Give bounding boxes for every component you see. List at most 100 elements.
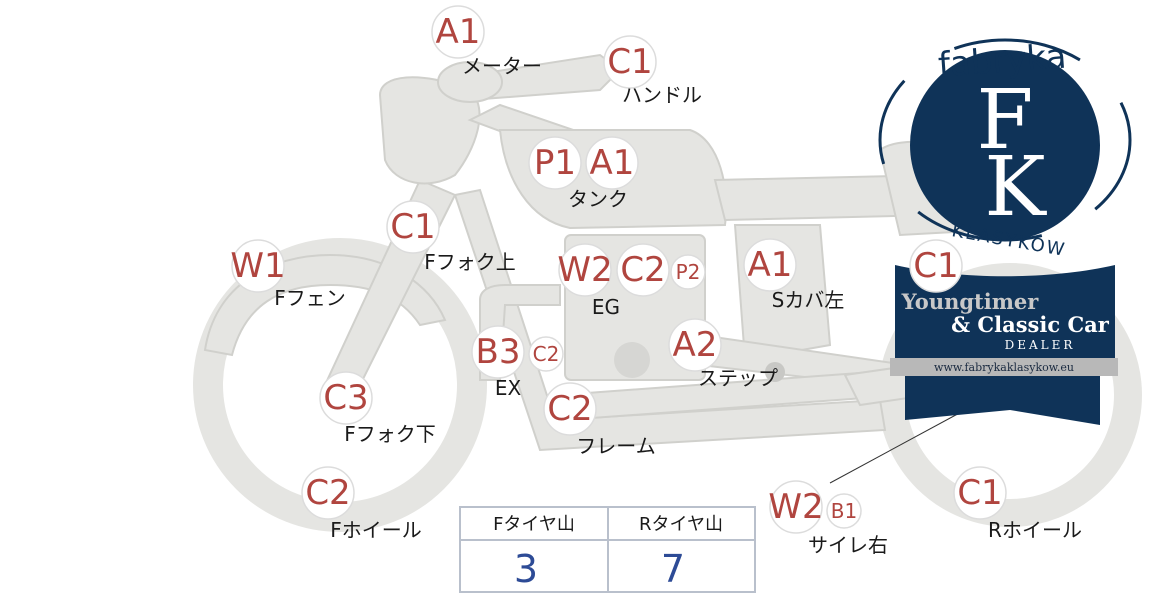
grade-badge-circle <box>668 318 722 372</box>
grade-badge-text: A1 <box>748 245 793 285</box>
grade-badge-circle <box>769 480 823 534</box>
meter-shape <box>437 61 503 103</box>
grade-badge-circle <box>231 239 285 293</box>
dealer-watermark-logo: fabryka F K KLASYKÓW Youngtimer & Classi… <box>878 37 1132 425</box>
grade-badge-circle <box>670 254 706 290</box>
grade-badge-circle <box>319 371 373 425</box>
grade-badge-circle <box>603 35 657 89</box>
grade-badge-text: C3 <box>323 378 368 418</box>
part-label-f-fender: Fフェン <box>274 286 346 310</box>
tire-tread-table: Fタイヤ山 Rタイヤ山 3 7 <box>459 506 756 593</box>
grade-badge-text: A1 <box>436 12 481 52</box>
grade-badge-silencer-right-0: W2 <box>768 480 824 534</box>
grade-badge-text: C2 <box>533 342 560 366</box>
grade-badge-circle <box>528 336 564 372</box>
grade-badge-circle <box>528 136 582 190</box>
grade-badge-text: A1 <box>590 143 635 183</box>
grade-badge-engine-1: C2 <box>616 243 670 297</box>
rear-tread-header: Rタイヤ山 <box>639 514 723 535</box>
part-label-engine: EG <box>592 295 620 319</box>
grade-badge-text: C1 <box>957 473 1002 513</box>
front-tread-value: 3 <box>514 547 538 591</box>
grade-badge-text: C2 <box>305 473 350 513</box>
grade-badge-silencer-right-1: B1 <box>826 493 862 529</box>
grade-badge-circle <box>616 243 670 297</box>
grade-badge-tank-1: A1 <box>585 136 639 190</box>
part-label-r-wheel: Rホイール <box>988 518 1082 542</box>
grade-badge-meter-0: A1 <box>431 5 485 59</box>
grade-badge-circle <box>743 238 797 292</box>
part-label-tank: タンク <box>568 187 628 211</box>
grade-badge-r-wheel-0: C1 <box>953 466 1007 520</box>
grade-badge-text: A2 <box>673 325 718 365</box>
grade-badge-text: C2 <box>547 389 592 429</box>
grade-badge-circle <box>953 466 1007 520</box>
grade-badge-exhaust-0: B3 <box>471 325 525 379</box>
grade-badge-circle <box>909 239 963 293</box>
part-label-s-cover-left: Sカバ左 <box>772 288 845 312</box>
rear-tread-value: 7 <box>661 547 685 591</box>
grade-badge-circle <box>301 466 355 520</box>
step-peg-shape <box>765 362 785 382</box>
logo-banner-line1: Youngtimer <box>901 289 1040 314</box>
grade-badge-text: B3 <box>476 332 521 372</box>
grade-badge-circle <box>826 493 862 529</box>
headlight-shape <box>378 76 481 185</box>
part-label-exhaust: EX <box>495 376 522 400</box>
silencer-leader-line <box>829 409 966 484</box>
grade-badge-circle <box>471 325 525 379</box>
part-label-meter: メーター <box>462 54 542 78</box>
grade-badge-text: C1 <box>607 42 652 82</box>
logo-navy-disc <box>910 50 1100 240</box>
front-tread-header: Fタイヤ山 <box>493 514 575 535</box>
grade-badge-text: W2 <box>557 250 612 290</box>
grade-badge-hidden-right-0: C1 <box>909 239 963 293</box>
grade-badge-text: C1 <box>913 246 958 286</box>
grade-badge-text: W2 <box>768 487 823 527</box>
part-label-f-fork-upper: Fフォク上 <box>424 250 516 274</box>
engine-cover-shape <box>614 342 650 378</box>
logo-url-bar <box>890 358 1118 376</box>
grade-badge-text: C1 <box>390 207 435 247</box>
logo-banner-line2: & Classic Car <box>951 312 1110 337</box>
part-label-frame: フレーム <box>576 434 655 458</box>
grade-badge-circle <box>558 243 612 297</box>
logo-banner-line3: DEALER <box>1005 338 1076 352</box>
grade-badge-f-fender-0: W1 <box>230 239 286 293</box>
front-wheel-shape <box>193 238 487 532</box>
grade-badge-frame-0: C2 <box>543 382 597 436</box>
logo-banner-ribbon <box>895 265 1115 365</box>
grade-badge-text: P2 <box>676 260 701 284</box>
part-label-f-fork-lower: Fフォク下 <box>344 422 436 446</box>
grade-badge-exhaust-1: C2 <box>528 336 564 372</box>
grade-badge-circle <box>585 136 639 190</box>
grade-badge-circle <box>543 382 597 436</box>
grade-badge-circle <box>386 200 440 254</box>
grade-badge-circle <box>431 5 485 59</box>
logo-monogram-f: F <box>977 73 1034 168</box>
grade-badge-text: W1 <box>230 246 285 286</box>
grade-badge-engine-2: P2 <box>670 254 706 290</box>
part-label-step: ステップ <box>698 366 778 390</box>
part-label-f-wheel: Fホイール <box>330 518 422 542</box>
logo-banner-tail <box>905 375 1100 425</box>
grade-badge-text: P1 <box>534 143 576 183</box>
grade-badge-text: C2 <box>620 250 665 290</box>
logo-ring-right <box>878 38 1132 242</box>
logo-top-word: fabryka <box>937 37 1068 86</box>
logo-url: www.fabrykaklasykow.eu <box>934 361 1074 374</box>
grade-badge-handle-0: C1 <box>603 35 657 89</box>
part-label-silencer-right: サイレ右 <box>808 533 888 557</box>
grade-badge-tank-0: P1 <box>528 136 582 190</box>
grade-badge-f-wheel-0: C2 <box>301 466 355 520</box>
part-labels-layer: メーターハンドルタンク Fフォク上 Fフェン EG Sカバ左 EX ステップ Fフォク下フレー… <box>274 54 1082 557</box>
grade-badge-engine-0: W2 <box>557 243 613 297</box>
grade-badge-f-fork-lower-0: C3 <box>319 371 373 425</box>
grade-badge-f-fork-upper-0: C1 <box>386 200 440 254</box>
part-label-handle: ハンドル <box>622 83 702 107</box>
grade-badge-step-0: A2 <box>668 318 722 372</box>
grade-badge-s-cover-left-0: A1 <box>743 238 797 292</box>
logo-monogram-k: K <box>984 140 1047 235</box>
